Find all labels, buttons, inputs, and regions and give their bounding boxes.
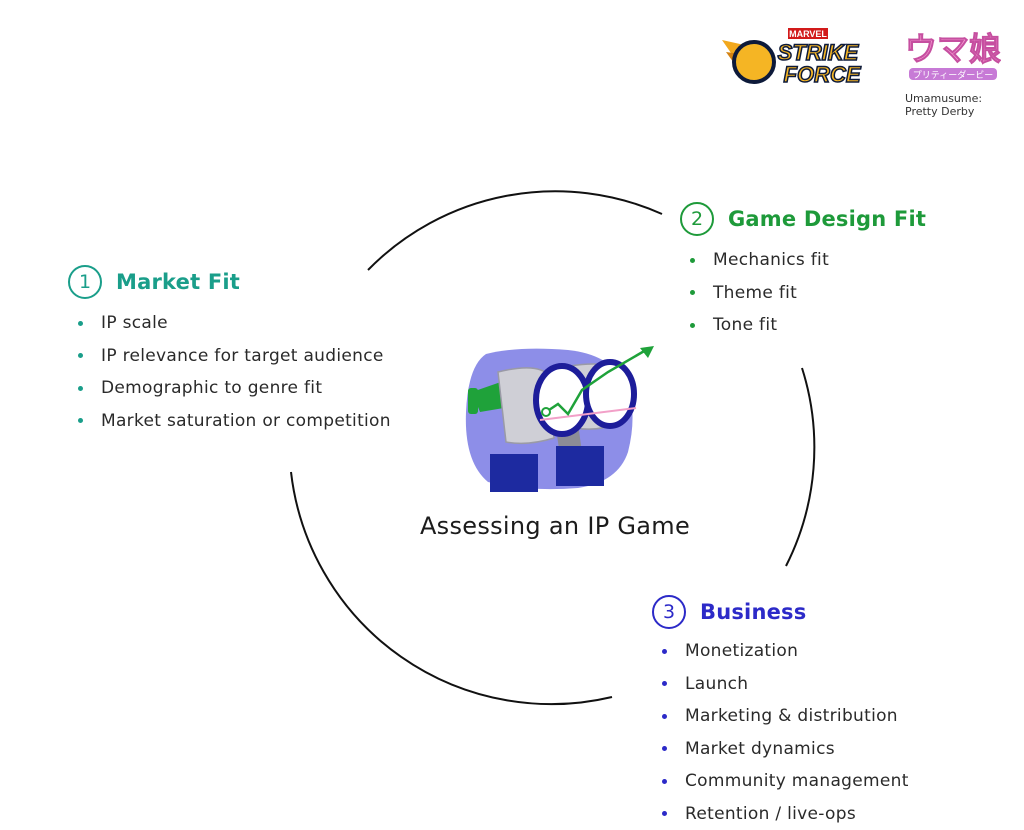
bullet-icon (662, 779, 667, 784)
svg-text:MARVEL: MARVEL (789, 29, 827, 39)
market-fit-section: 1 Market Fit IP scale IP relevance for t… (68, 265, 391, 437)
binoculars-icon (458, 342, 658, 497)
umamusume-caption-line1: Umamusume: (905, 92, 1005, 105)
umamusume-logo: ウマ娘 プリティーダービー (905, 22, 1001, 88)
number-badge-2: 2 (680, 202, 714, 236)
bullet-icon (78, 353, 83, 358)
game-design-fit-header: 2 Game Design Fit (680, 202, 926, 236)
business-section: 3 Business Monetization Launch Marketing… (652, 595, 909, 830)
list-item: Launch (652, 668, 909, 701)
arc-right (786, 368, 814, 566)
list-item: Community management (652, 765, 909, 798)
list-item: Marketing & distribution (652, 700, 909, 733)
bullet-icon (662, 681, 667, 686)
list-item: Theme fit (680, 277, 926, 310)
svg-text:ウマ娘: ウマ娘 (905, 30, 1001, 68)
bullet-icon (662, 746, 667, 751)
market-fit-list: IP scale IP relevance for target audienc… (68, 307, 391, 437)
bullet-icon (662, 811, 667, 816)
list-item: IP relevance for target audience (68, 340, 391, 373)
bullet-icon (690, 258, 695, 263)
list-item: Mechanics fit (680, 244, 926, 277)
list-item: Market saturation or competition (68, 405, 391, 438)
svg-text:FORCE: FORCE (784, 62, 862, 87)
game-design-fit-list: Mechanics fit Theme fit Tone fit (680, 244, 926, 342)
market-fit-header: 1 Market Fit (68, 265, 391, 299)
number-badge-3: 3 (652, 595, 686, 629)
bullet-icon (662, 649, 667, 654)
bullet-icon (690, 290, 695, 295)
center-title: Assessing an IP Game (380, 512, 730, 540)
business-title: Business (700, 600, 806, 624)
list-item: Demographic to genre fit (68, 372, 391, 405)
bullet-icon (78, 321, 83, 326)
bullet-icon (78, 418, 83, 423)
umamusume-caption: Umamusume: Pretty Derby (905, 92, 1005, 118)
bullet-icon (690, 323, 695, 328)
number-badge-1: 1 (68, 265, 102, 299)
list-item: Monetization (652, 635, 909, 668)
list-item: IP scale (68, 307, 391, 340)
game-design-fit-title: Game Design Fit (728, 207, 926, 231)
list-item: Tone fit (680, 309, 926, 342)
game-design-fit-section: 2 Game Design Fit Mechanics fit Theme fi… (680, 202, 926, 342)
business-header: 3 Business (652, 595, 909, 629)
bullet-icon (78, 386, 83, 391)
list-item: Retention / live-ops (652, 798, 909, 830)
arc-top (368, 191, 662, 270)
business-list: Monetization Launch Marketing & distribu… (652, 635, 909, 830)
market-fit-title: Market Fit (116, 270, 240, 294)
arc-bottom-left (291, 472, 612, 704)
svg-text:プリティーダービー: プリティーダービー (913, 69, 993, 81)
list-item: Market dynamics (652, 733, 909, 766)
umamusume-caption-line2: Pretty Derby (905, 105, 1005, 118)
marvel-strike-force-logo: MARVEL STRIKE FORCE (718, 26, 872, 88)
bullet-icon (662, 714, 667, 719)
